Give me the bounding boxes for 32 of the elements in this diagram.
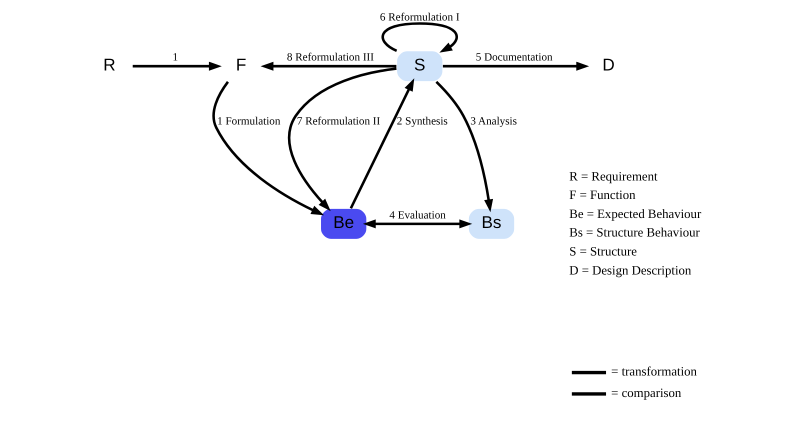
edge-label: 3 Analysis <box>470 116 517 128</box>
arrow <box>350 78 414 209</box>
label: Bs = Structure Behaviour <box>569 226 700 240</box>
arrow <box>132 62 222 71</box>
node-box: Bs <box>468 208 516 240</box>
label: R = Requirement <box>569 169 658 184</box>
arrow <box>362 219 472 228</box>
edge-label: 8 Reformulation III <box>286 52 374 64</box>
edge-label: 4 Evaluation <box>389 209 446 222</box>
node-box: Be <box>320 208 368 240</box>
node-text: F <box>236 55 246 74</box>
arrow <box>288 67 397 212</box>
legend-label: = comparison <box>611 386 682 400</box>
arrow <box>260 62 396 71</box>
edge-label: 7 Reformulation II <box>296 116 380 128</box>
edge-label: 1 <box>172 52 178 64</box>
node-box: S <box>396 50 444 82</box>
label: D = Design Description <box>569 263 692 278</box>
node-text: R <box>103 55 116 74</box>
arrow <box>381 22 458 53</box>
arrow <box>212 81 324 216</box>
edge-label: 5 Documentation <box>476 52 553 64</box>
label: Be = Expected Behaviour <box>569 206 702 221</box>
label: F = Function <box>569 188 636 202</box>
edge-label: 1 Formulation <box>217 116 280 128</box>
label: S = Structure <box>569 244 637 259</box>
edge-label: 6 Reformulation I <box>380 11 460 24</box>
arrow <box>442 62 590 71</box>
node-text: D <box>602 55 615 74</box>
edge-label: 2 Synthesis <box>396 116 448 128</box>
legend-label: = transformation <box>611 364 697 379</box>
arrow <box>435 80 494 212</box>
